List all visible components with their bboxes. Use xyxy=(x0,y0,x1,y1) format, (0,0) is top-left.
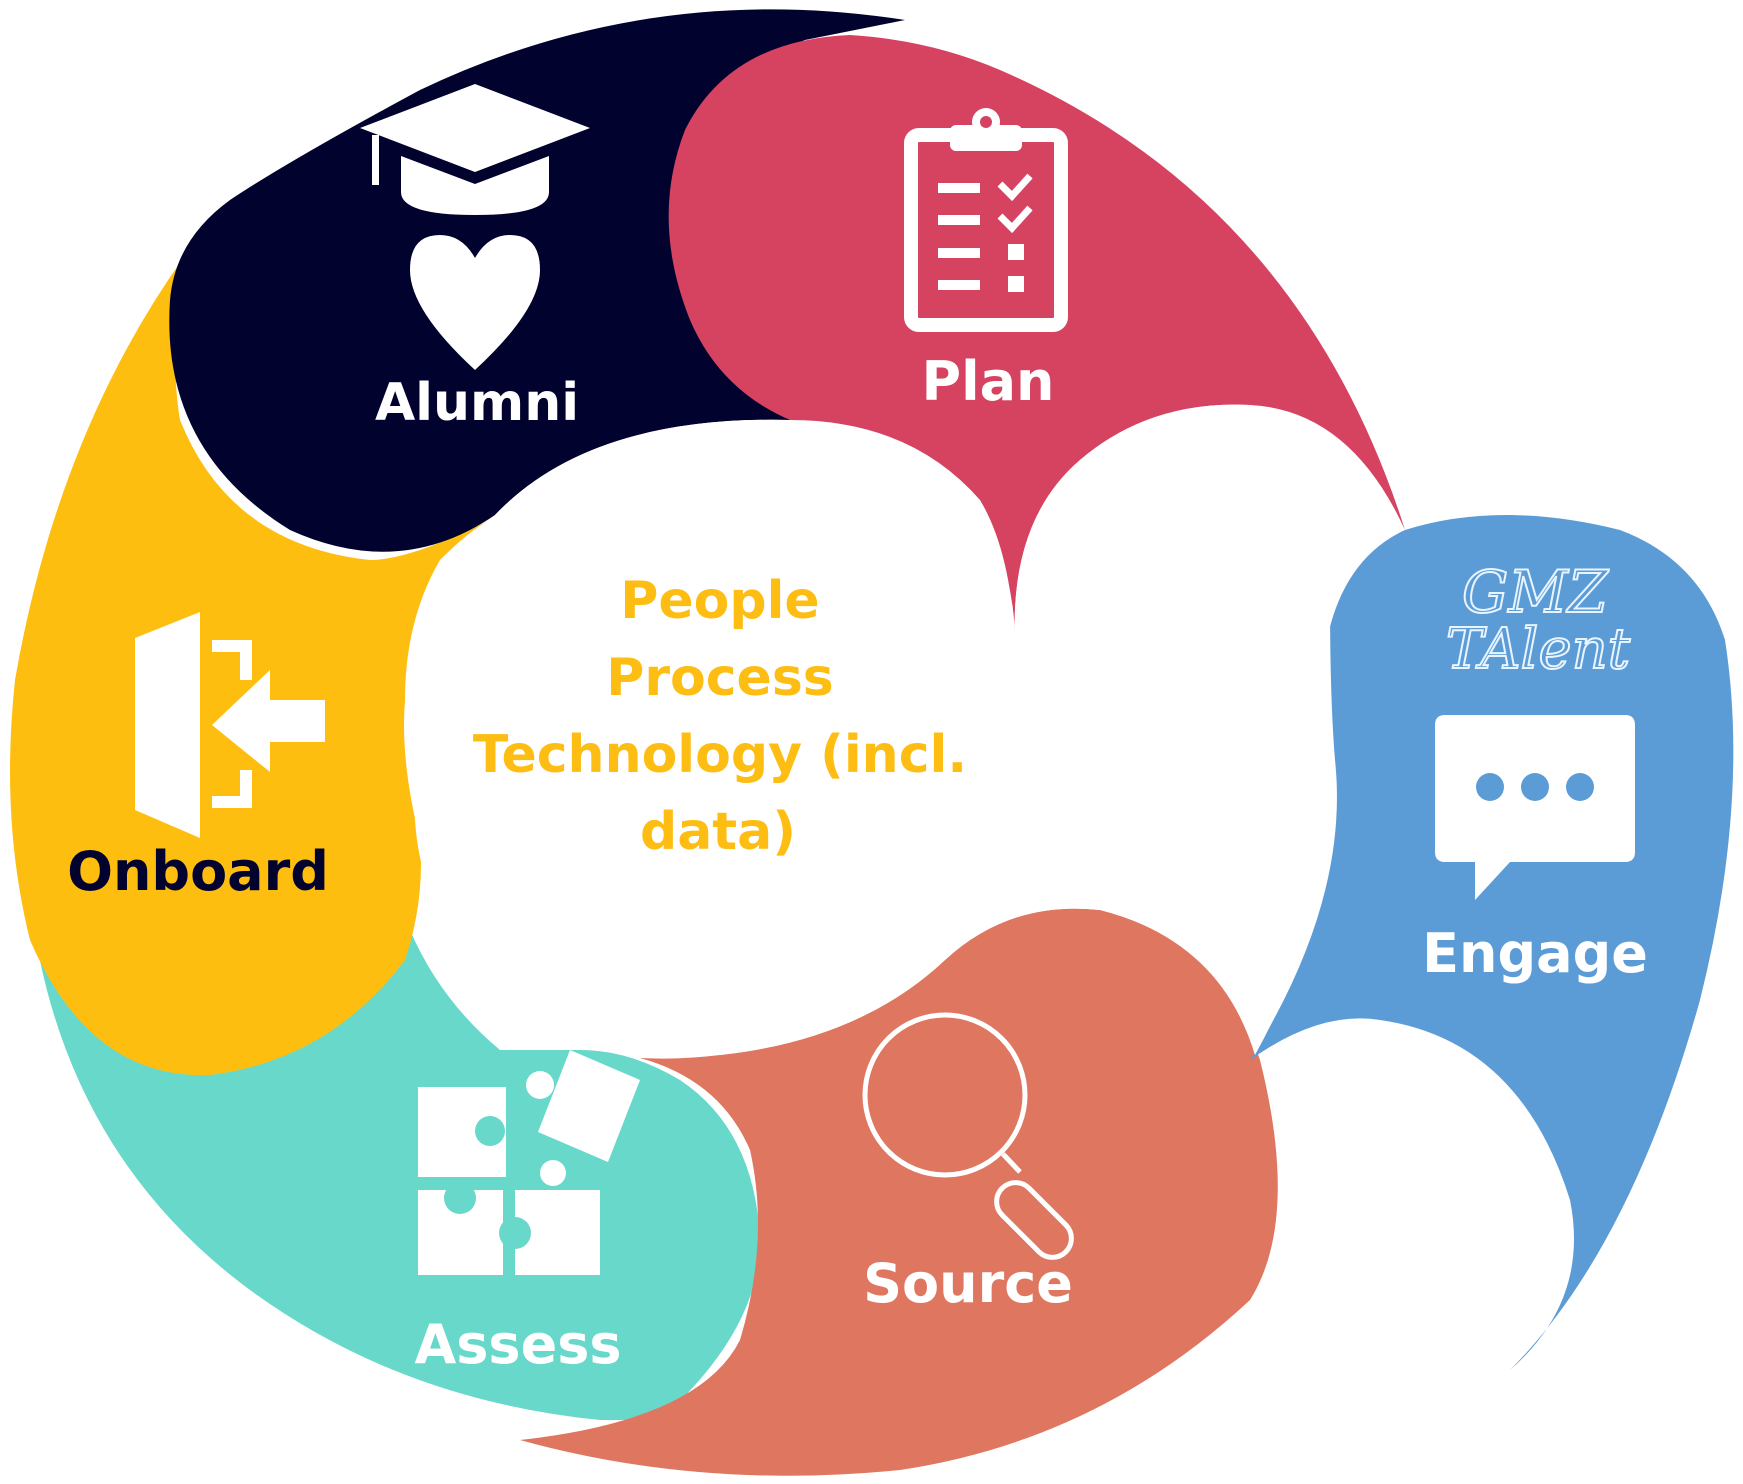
center-line-2: Process xyxy=(606,648,833,708)
svg-text:TAlent: TAlent xyxy=(1446,617,1631,682)
magnifying-glass-icon xyxy=(862,1012,1074,1260)
svg-text:GMZ: GMZ xyxy=(1462,558,1610,626)
clipboard-checklist-icon xyxy=(904,108,1068,332)
chat-bubble-icon xyxy=(1435,715,1635,900)
center-line-1: People xyxy=(620,571,819,631)
door-enter-icon xyxy=(135,612,325,838)
stage-label-plan: Plan xyxy=(922,350,1055,413)
gmz-talent-logo: GMZ TAlent xyxy=(1445,557,1632,683)
stage-label-onboard: Onboard xyxy=(67,840,329,903)
graduation-cap-heart-icon xyxy=(360,84,590,370)
plan-segment xyxy=(668,35,1405,640)
source-segment xyxy=(520,908,1278,1476)
stage-label-source: Source xyxy=(863,1252,1073,1315)
stage-label-alumni: Alumni xyxy=(375,373,579,433)
stage-label-engage: Engage xyxy=(1422,922,1648,985)
center-text: People Process Technology (incl. data) xyxy=(473,571,967,862)
center-line-3: Technology (incl. xyxy=(473,725,967,785)
center-swirl xyxy=(413,404,1336,1056)
stage-label-assess: Assess xyxy=(415,1313,622,1376)
center-line-4: data) xyxy=(640,802,796,862)
puzzle-pieces-icon xyxy=(418,1050,640,1275)
